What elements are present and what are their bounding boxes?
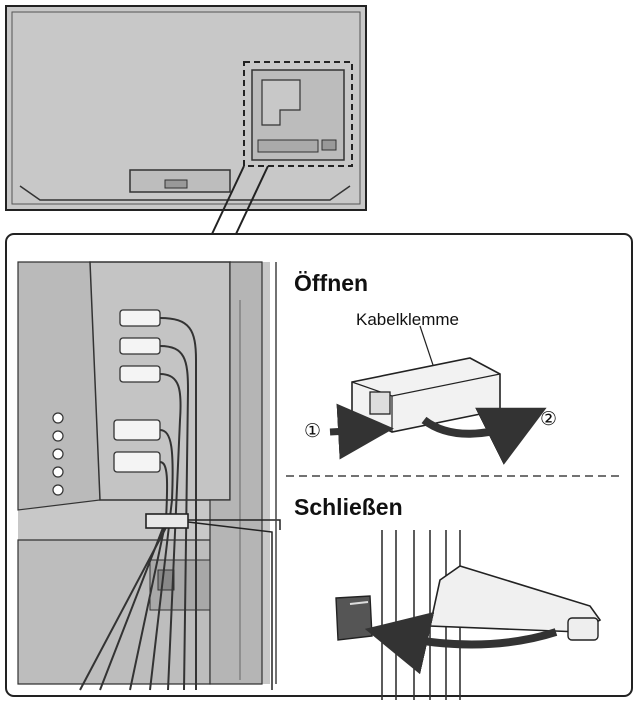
clamp-label: Kabelklemme: [356, 310, 459, 329]
cable-clamp: [145, 513, 281, 690]
display-rear-illustration: [5, 5, 367, 211]
clamp-close-illustration: [335, 530, 602, 700]
open-heading: Öffnen: [294, 270, 369, 296]
swing-arrow: [421, 407, 547, 465]
step-1-label: ①: [304, 421, 322, 442]
cable-bundle: [79, 309, 197, 691]
zoom-callout: [211, 165, 269, 235]
step-2-label: ②: [540, 409, 558, 430]
close-arrow: [364, 611, 558, 675]
close-heading: Schließen: [294, 494, 403, 520]
push-arrow: [329, 403, 394, 460]
